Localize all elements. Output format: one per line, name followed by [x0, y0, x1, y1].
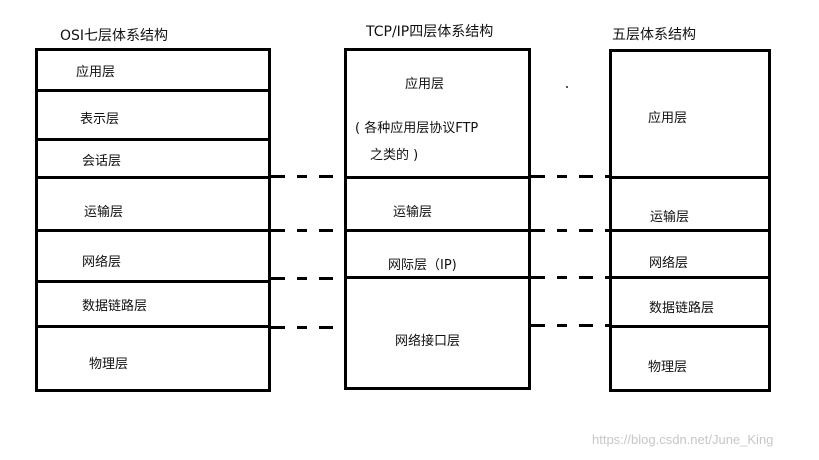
tcpip-layer-internet: 网际层（IP) [388, 258, 457, 273]
connector-dashed-line [531, 175, 609, 178]
stray-dot [566, 86, 568, 88]
osi-layer-datalink: 数据链路层 [82, 299, 148, 314]
tcpip-divider [344, 276, 531, 279]
tcpip-layer-application: 应用层 [405, 77, 445, 92]
tcpip-title: TCP/IP四层体系结构 [366, 24, 494, 40]
connector-dashed-line [531, 324, 609, 327]
osi-layer-application: 应用层 [76, 65, 116, 80]
tcpip-application-note: ( 各种应用层协议FTP [355, 121, 479, 136]
tcpip-application-note: 之类的 ) [370, 148, 419, 163]
osi-divider [35, 176, 271, 179]
connector-dashed-line [531, 276, 609, 279]
connector-dashed-line [271, 229, 344, 232]
five-layer-divider [609, 229, 771, 232]
watermark-url: https://blog.csdn.net/June_King [592, 432, 774, 447]
five-layer-application: 应用层 [648, 111, 688, 126]
five-layer-network: 网络层 [649, 256, 689, 271]
tcpip-divider [344, 176, 531, 179]
five-layer-divider [609, 176, 771, 179]
connector-dashed-line [271, 326, 344, 329]
osi-layer-session: 会话层 [82, 154, 122, 169]
five-layer-transport: 运输层 [650, 210, 690, 225]
osi-layer-network: 网络层 [82, 255, 122, 270]
osi-divider [35, 138, 271, 141]
tcpip-stack [344, 48, 531, 390]
five-layer-divider [609, 325, 771, 328]
connector-dashed-line [271, 277, 344, 280]
osi-divider [35, 89, 271, 92]
osi-layer-transport: 运输层 [84, 205, 124, 220]
tcpip-divider [344, 229, 531, 232]
five-layer-title: 五层体系结构 [612, 27, 696, 43]
osi-divider [35, 280, 271, 283]
tcpip-layer-transport: 运输层 [393, 205, 433, 220]
five-layer-physical: 物理层 [648, 360, 688, 375]
connector-dashed-line [271, 175, 344, 178]
osi-stack [35, 48, 271, 392]
osi-divider [35, 229, 271, 232]
osi-layer-presentation: 表示层 [80, 112, 120, 127]
osi-divider [35, 325, 271, 328]
osi-title: OSI七层体系结构 [60, 28, 169, 44]
osi-layer-physical: 物理层 [89, 357, 129, 372]
five-layer-stack [609, 49, 771, 392]
five-layer-divider [609, 276, 771, 279]
five-layer-datalink: 数据链路层 [649, 301, 715, 316]
connector-dashed-line [531, 229, 609, 232]
tcpip-layer-network-interface: 网络接口层 [395, 334, 461, 349]
